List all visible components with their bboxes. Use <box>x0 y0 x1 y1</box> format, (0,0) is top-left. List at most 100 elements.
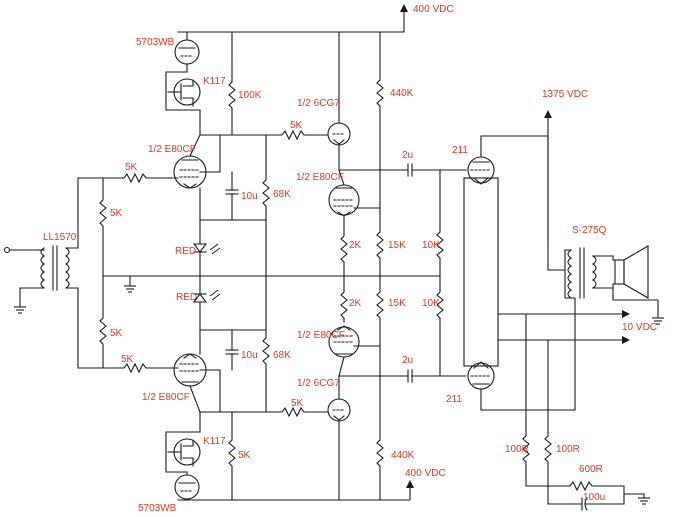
resistor-2k-top <box>340 231 348 277</box>
bypass-capacitor-bottom-label: 10u <box>241 350 258 361</box>
capacitor-100u <box>547 485 625 511</box>
arrow-right-icon <box>622 336 630 344</box>
resistor-2k-top-label: 2K <box>349 240 362 251</box>
input-tube-bottom-label: 1/2 E80CF <box>142 392 190 403</box>
resistor-15k-bottom <box>376 275 384 377</box>
grid-resistor-top-label: 5K <box>125 162 138 173</box>
coupling-capacitor-top <box>379 163 467 177</box>
led-bottom-label: RED <box>176 292 197 303</box>
resistor-100r-right <box>544 339 552 487</box>
bypass-capacitor-bottom <box>225 329 239 371</box>
driver-tube-top <box>328 169 360 233</box>
grid-resistor-bottom <box>119 362 179 374</box>
coupling-capacitor-top-label: 2u <box>402 150 413 161</box>
resistor-15k-top <box>376 169 384 277</box>
resistor-100k <box>228 31 236 136</box>
speaker-icon <box>612 245 649 299</box>
resistor-68k-top <box>262 134 270 277</box>
output-transformer <box>564 247 659 319</box>
input-tube-top <box>173 134 207 189</box>
resistor-2k-bottom <box>340 275 348 323</box>
bypass-capacitor-top <box>225 171 239 221</box>
top-supply-rail <box>177 4 408 33</box>
resistor-100r-left <box>522 313 530 487</box>
follower-tube-bottom <box>327 375 351 501</box>
resistor-10k-top <box>436 169 444 277</box>
resistor-2k-bottom-label: 2K <box>349 298 362 309</box>
arrow-up-icon <box>544 110 552 118</box>
resistor-15k-bottom-label: 15K <box>388 298 406 309</box>
input-tube-bottom-grid-wire <box>199 369 221 413</box>
grid-stopper-top <box>231 129 329 141</box>
resistor-440k-bottom-label: 440K <box>391 450 415 461</box>
bypass-capacitor-top-label: 10u <box>241 191 258 202</box>
grid-stopper-top-label: 5K <box>290 120 303 131</box>
ground-symbol <box>638 497 650 505</box>
resistor-100r-left-label: 100R <box>505 444 529 455</box>
shunt-resistor-top-label: 5K <box>110 208 123 219</box>
resistor-5k-bottom-label: 5K <box>238 450 251 461</box>
ccs-tube-top-label: 5703WB <box>136 37 175 48</box>
output-heater-bracket <box>463 177 499 367</box>
shunt-resistor-top <box>99 177 107 277</box>
led-top-label: RED <box>175 246 196 257</box>
follower-tube-top-label: 1/2 6CG7 <box>297 98 340 109</box>
driver-tube-bottom <box>328 325 360 377</box>
arrow-right-icon <box>622 310 630 318</box>
grid-resistor-top <box>119 172 179 184</box>
grid-stopper-bottom-label: 5K <box>291 398 304 409</box>
fet-top <box>165 71 201 111</box>
output-transformer-label: S-275Q <box>572 225 607 236</box>
input-transformer <box>19 177 121 369</box>
resistor-600r <box>547 480 645 495</box>
resistor-100r-right-label: 100R <box>556 444 580 455</box>
grid-stopper-bottom <box>231 406 329 418</box>
fet-top-label: K117 <box>203 76 226 87</box>
follower-tube-bottom-label: 1/2 6CG7 <box>297 378 340 389</box>
output-tube-bottom-label: 211 <box>446 394 462 405</box>
resistor-600r-label: 600R <box>579 464 603 475</box>
ground-symbol <box>124 285 136 293</box>
resistor-10k-bottom-label: 10K <box>422 298 440 309</box>
output-tube-bottom <box>467 297 576 411</box>
grid-resistor-bottom-label: 5K <box>121 354 134 365</box>
bottom-supply-rail <box>177 480 414 501</box>
led-top <box>192 219 221 277</box>
follower-tube-top <box>327 31 351 171</box>
ccs-top-output-wire <box>199 109 233 136</box>
led-bottom <box>192 275 221 331</box>
ccs-tube-bottom-label: 5703WB <box>138 503 177 514</box>
resistor-15k-top-label: 15K <box>388 240 406 251</box>
ccs-tube-top <box>174 31 200 73</box>
resistor-440k-bottom <box>376 375 384 501</box>
resistor-440k-top-label: 440K <box>390 88 414 99</box>
heater-supply-label: 10 VDC <box>622 322 657 333</box>
resistor-10k-top-label: 10K <box>422 240 440 251</box>
output-tube-top <box>467 135 549 241</box>
top-supply-label: 400 VDC <box>413 4 454 15</box>
input-transformer-label: LL1570 <box>43 232 77 243</box>
resistor-68k-top-label: 68K <box>273 189 291 200</box>
resistor-10k-bottom <box>436 275 444 377</box>
input-tube-bottom <box>173 353 207 413</box>
input-tube-top-grid-wire <box>199 134 221 173</box>
resistor-68k-bottom-label: 68K <box>273 350 291 361</box>
ground-symbol <box>652 317 664 325</box>
output-supply-rail <box>544 110 566 271</box>
fet-bottom <box>165 411 201 473</box>
ground-symbol <box>14 306 26 314</box>
driver-tube-bottom-label: 1/2 E80CF <box>297 330 345 341</box>
resistor-68k-bottom <box>262 275 270 413</box>
coupling-capacitor-bottom-label: 2u <box>402 355 413 366</box>
arrow-up-icon <box>400 4 408 12</box>
ccs-tube-bottom <box>174 471 200 501</box>
resistor-100k-label: 100K <box>238 90 262 101</box>
bottom-supply-label: 400 VDC <box>405 468 446 479</box>
driver-tube-top-label: 1/2 E80CF <box>296 172 344 183</box>
output-supply-label: 1375 VDC <box>542 89 588 100</box>
output-tube-top-label: 211 <box>452 145 468 156</box>
resistor-440k-top <box>376 31 384 171</box>
capacitor-100u-label: 100u <box>583 492 605 503</box>
arrow-up-icon <box>406 480 414 488</box>
